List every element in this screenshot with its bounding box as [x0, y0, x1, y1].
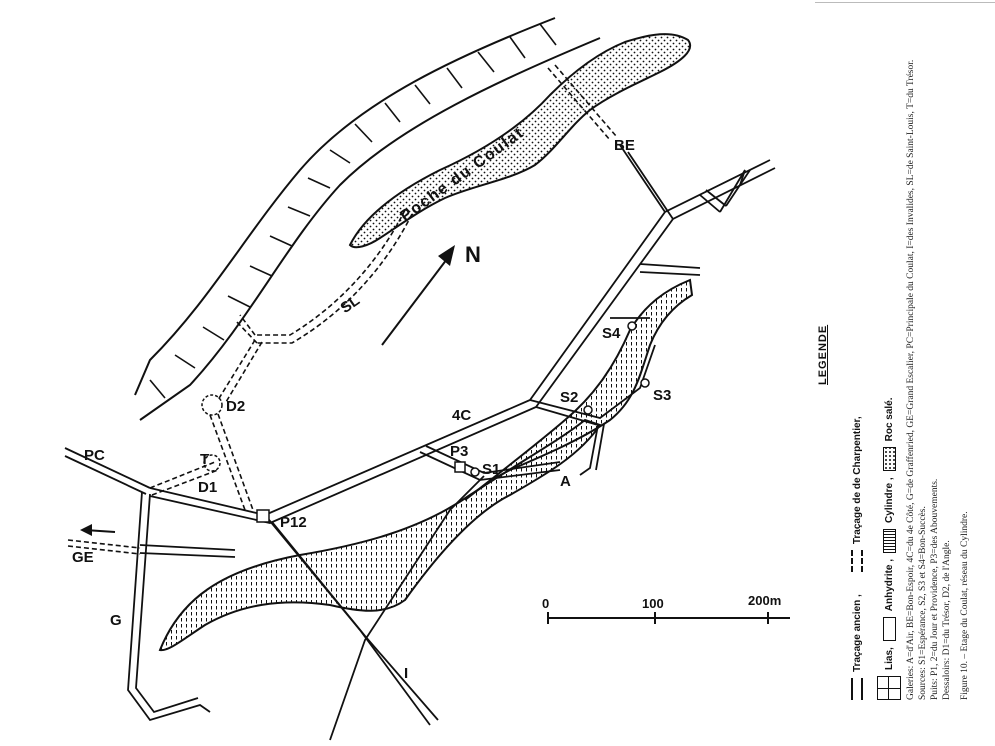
- ge-arrow: [80, 524, 116, 536]
- scale-100: 100: [642, 596, 664, 611]
- note-sources: Sources: S1=Espérance, S2, S3 et S4=Bon-…: [918, 506, 928, 700]
- legend-lias: Lias,: [883, 647, 895, 670]
- label-4c: 4C: [452, 407, 471, 424]
- label-t: T: [200, 451, 209, 468]
- galleries-charpentier: [67, 64, 617, 555]
- scale-200m: 200m: [748, 593, 781, 608]
- legend-notes: Galeries: A=d'Air, BE=Bon-Espoir, 4C=du …: [905, 10, 971, 700]
- legend-title: LEGENDE: [817, 324, 829, 385]
- galleries-ancient: [64, 144, 776, 741]
- legend-row-2: Lias, Anhydrite , Cylindre , Roc salé.: [877, 397, 901, 700]
- source-s2: [583, 405, 593, 415]
- roc-sale-swatch: [882, 447, 896, 472]
- legend-anhydrite: Anhydrite ,: [883, 558, 895, 612]
- top-rule: [815, 2, 995, 3]
- label-g: G: [110, 612, 122, 629]
- legend-tracage-ancien: Traçage ancien ,: [851, 594, 863, 672]
- label-d1: D1: [198, 479, 217, 496]
- cylindre-swatch: [882, 528, 896, 553]
- north-label: N: [465, 242, 481, 267]
- label-p12: P12: [280, 514, 307, 531]
- legend-row-1: Traçage ancien , Traçage de de Charpenti…: [851, 416, 863, 700]
- scale-0: 0: [542, 596, 549, 611]
- cylindre-lower: [158, 418, 602, 652]
- note-puits: Puits: P1, 2=du Jour et Providence, P3=d…: [930, 478, 940, 700]
- label-be: BE: [614, 137, 635, 154]
- label-s4: S4: [602, 325, 621, 342]
- label-a: A: [560, 473, 571, 490]
- source-s4: [627, 321, 637, 331]
- label-s1: S1: [482, 461, 500, 478]
- figure-caption: Figure 10. – Etage du Coulat, réseau du …: [960, 511, 970, 700]
- label-s2: S2: [560, 389, 578, 406]
- label-i: I: [404, 665, 408, 682]
- legend-cylindre: Cylindre ,: [883, 477, 895, 523]
- dessaloir-d1: [203, 454, 221, 472]
- source-s1: [470, 467, 480, 477]
- tracage-ancien-swatch: [851, 678, 863, 700]
- label-pc: PC: [84, 447, 105, 464]
- puits-p12: [256, 509, 270, 523]
- note-dessaloirs: Dessaloirs: D1=du Trésor, D2, de l'Angle…: [942, 540, 952, 700]
- lias-band: [134, 17, 601, 421]
- note-galeries: Galeries: A=d'Air, BE=Bon-Espoir, 4C=du …: [906, 59, 916, 700]
- label-d2: D2: [226, 398, 245, 415]
- label-ge: GE: [72, 549, 94, 566]
- anhydrite-swatch: [882, 617, 896, 642]
- puits-p3: [454, 461, 466, 473]
- dessaloir-d2: [201, 394, 223, 416]
- scale-bar: 0 100 200m: [542, 593, 790, 624]
- legend: LEGENDE Traçage ancien , Traçage de de C…: [815, 10, 995, 740]
- label-p3: P3: [450, 443, 468, 460]
- tracage-charpentier-swatch: [851, 550, 863, 573]
- legend-tracage-charpentier: Traçage de de Charpentier,: [851, 416, 863, 545]
- north-arrow: N: [381, 242, 481, 346]
- poche-du-coulat-salt: [348, 33, 691, 249]
- source-s3: [640, 378, 650, 388]
- legend-roc-sale: Roc salé.: [883, 397, 895, 442]
- lias-swatch: [877, 676, 901, 700]
- label-s3: S3: [653, 387, 671, 404]
- cylindre-upper: [464, 278, 694, 501]
